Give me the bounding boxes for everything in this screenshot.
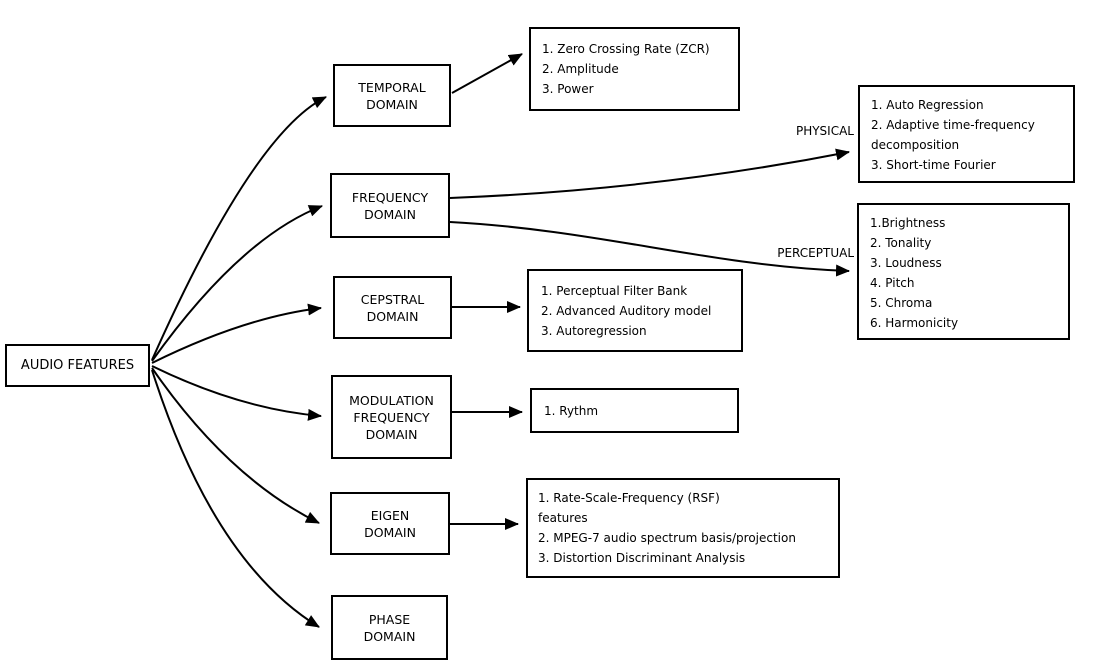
node-audio-features: AUDIO FEATURES (5, 344, 150, 387)
list-item: 1. Auto Regression (871, 98, 984, 112)
list-item: 3. Short-time Fourier (871, 158, 996, 172)
node-modulation-frequency-domain: MODULATION FREQUENCY DOMAIN (331, 375, 452, 459)
list-item: 5. Chroma (870, 296, 933, 310)
node-audio-features-label: AUDIO FEATURES (20, 358, 135, 373)
edge-label-physical: PHYSICAL (795, 124, 854, 138)
modulation-features-list: 1. Rythm (530, 388, 739, 433)
temporal-features-list: 1. Zero Crossing Rate (ZCR) 2. Amplitude… (529, 27, 740, 111)
node-cepstral-domain: CEPSTRAL DOMAIN (333, 276, 452, 339)
physical-features-list: 1. Auto Regression 2. Adaptive time-freq… (858, 85, 1075, 183)
list-item: 1. Zero Crossing Rate (ZCR) (542, 42, 710, 56)
list-item: 4. Pitch (870, 276, 915, 290)
node-phase-domain-label: PHASE DOMAIN (363, 611, 416, 644)
list-item: 3. Power (542, 82, 594, 96)
list-item: 3. Autoregression (541, 324, 647, 338)
list-item: 2. Amplitude (542, 62, 619, 76)
list-item: 1. Rate-Scale-Frequency (RSF) features (538, 491, 720, 525)
node-modulation-frequency-domain-label: MODULATION FREQUENCY DOMAIN (349, 392, 434, 442)
node-eigen-domain-label: EIGEN DOMAIN (364, 507, 416, 540)
edge-frequency-to-physical (449, 148, 850, 199)
eigen-features-list: 1. Rate-Scale-Frequency (RSF) features 2… (526, 478, 840, 578)
list-item: 3. Distortion Discriminant Analysis (538, 551, 746, 565)
edge-root-to-phase (151, 369, 320, 628)
edge-root-to-eigen (151, 367, 320, 524)
edge-root-to-frequency (151, 205, 323, 362)
node-temporal-domain-label: TEMPORAL DOMAIN (358, 79, 426, 112)
list-item: 2. MPEG-7 audio spectrum basis/projectio… (538, 531, 796, 545)
node-phase-domain: PHASE DOMAIN (331, 595, 448, 660)
edge-temporal-to-list (451, 53, 523, 94)
list-item: 1.Brightness (870, 216, 946, 230)
list-item: 2. Advanced Auditory model (541, 304, 712, 318)
edge-label-perceptual: PERCEPTUAL (777, 246, 854, 260)
node-frequency-domain-label: FREQUENCY DOMAIN (351, 189, 429, 222)
perceptual-features-list: 1.Brightness 2. Tonality 3. Loudness 4. … (857, 203, 1070, 340)
node-cepstral-domain-label: CEPSTRAL DOMAIN (360, 291, 425, 324)
edge-root-to-modulation (151, 365, 322, 421)
node-temporal-domain: TEMPORAL DOMAIN (333, 64, 451, 127)
list-item: 1. Perceptual Filter Bank (541, 284, 688, 298)
node-eigen-domain: EIGEN DOMAIN (330, 492, 450, 555)
list-item: 6. Harmonicity (870, 316, 959, 330)
edge-frequency-to-perceptual (449, 221, 850, 277)
edge-root-to-cepstral (151, 303, 322, 364)
list-item: 2. Tonality (870, 236, 932, 250)
edge-root-to-temporal (151, 96, 327, 361)
cepstral-features-list: 1. Perceptual Filter Bank 2. Advanced Au… (527, 269, 743, 352)
node-frequency-domain: FREQUENCY DOMAIN (330, 173, 450, 238)
list-item: 2. Adaptive time-frequency decomposition (871, 118, 1035, 152)
list-item: 1. Rythm (544, 404, 599, 418)
list-item: 3. Loudness (870, 256, 942, 270)
